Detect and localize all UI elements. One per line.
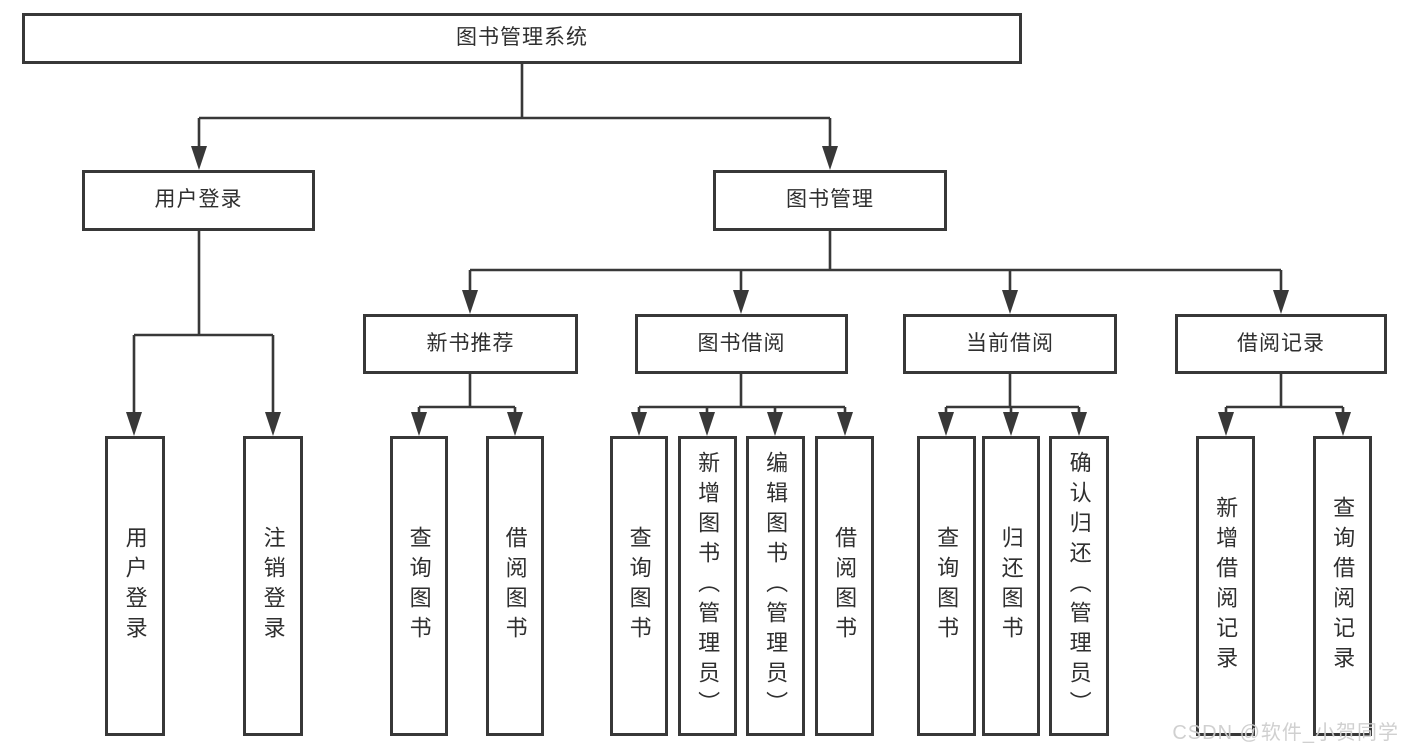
leaf-newbook-query-books: 查询图书 bbox=[390, 436, 448, 736]
leaf-borrowing-query-books: 查询图书 bbox=[610, 436, 668, 736]
leaf-records-add-borrow-record: 新增借阅记录 bbox=[1196, 436, 1255, 736]
leaf-newbook-borrow-books: 借阅图书 bbox=[486, 436, 544, 736]
leaf-borrowing-add-books-admin: 新增图书（管理员） bbox=[678, 436, 737, 736]
node-borrowing-records: 借阅记录 bbox=[1175, 314, 1387, 374]
leaf-borrowing-borrow-books: 借阅图书 bbox=[815, 436, 874, 736]
node-new-book-recommendation: 新书推荐 bbox=[363, 314, 578, 374]
node-current-borrowing: 当前借阅 bbox=[903, 314, 1117, 374]
node-library-management-system: 图书管理系统 bbox=[22, 13, 1022, 64]
leaf-current-return-books: 归还图书 bbox=[982, 436, 1040, 736]
leaf-logout: 注销登录 bbox=[243, 436, 303, 736]
node-book-borrowing: 图书借阅 bbox=[635, 314, 848, 374]
csdn-watermark: CSDN @软件_小贺同学 bbox=[1172, 722, 1399, 744]
leaf-user-login: 用户登录 bbox=[105, 436, 165, 736]
leaf-current-confirm-return-admin: 确认归还（管理员） bbox=[1049, 436, 1109, 736]
node-user-login: 用户登录 bbox=[82, 170, 315, 231]
leaf-current-query-books: 查询图书 bbox=[917, 436, 976, 736]
leaf-borrowing-edit-books-admin: 编辑图书（管理员） bbox=[746, 436, 805, 736]
node-book-management: 图书管理 bbox=[713, 170, 947, 231]
leaf-records-query-borrow-record: 查询借阅记录 bbox=[1313, 436, 1372, 736]
